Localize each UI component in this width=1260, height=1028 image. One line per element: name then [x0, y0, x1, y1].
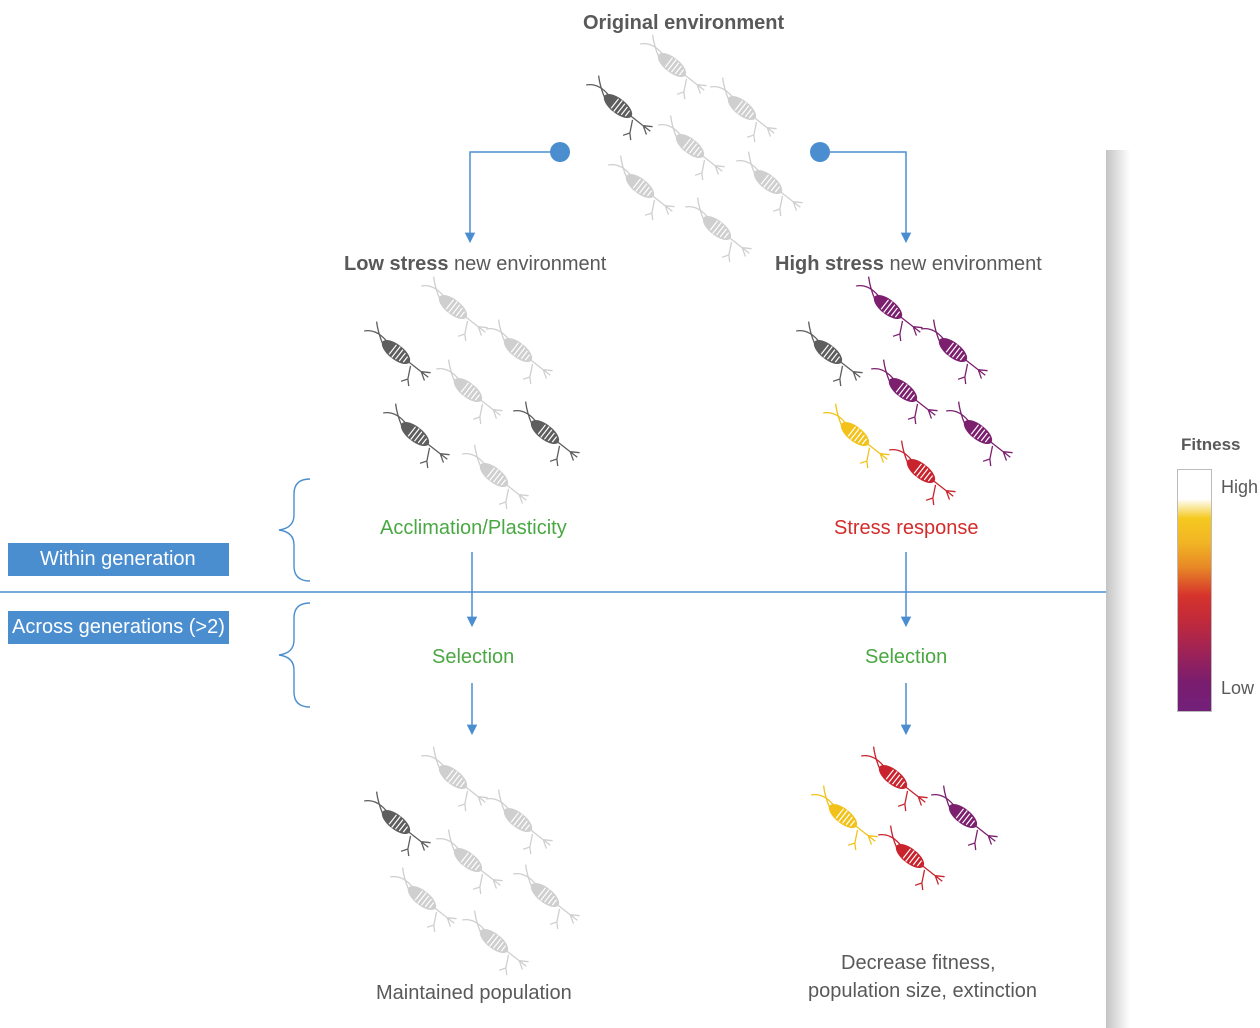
low-stress-heading-rest: new environment [448, 253, 607, 275]
acclimation-label: Acclimation/Plasticity [380, 517, 567, 539]
copepod-low_new-dark [353, 318, 437, 394]
copepod-low_final-light [379, 864, 463, 940]
copepod-low_new-light [475, 316, 559, 392]
outcome-high-line1: Decrease fitness, [841, 952, 996, 974]
high-stress-heading-rest: new environment [883, 253, 1042, 275]
copepod-original-light [597, 152, 681, 228]
selection-label-high: Selection [865, 646, 948, 668]
diagram-title: Original environment [583, 12, 785, 34]
panel-edge-shadow [1106, 150, 1130, 1028]
outcome-low: Maintained population [376, 982, 572, 1004]
copepod-original-light [629, 31, 713, 107]
copepod-low_final-light [425, 826, 509, 902]
branch-line-left [464, 151, 560, 244]
copepod-low_new-light [451, 441, 535, 517]
copepod-low_new-dark [372, 400, 456, 476]
copepod-original-light [725, 148, 809, 224]
copepod-high_final-purple [920, 782, 1004, 858]
copepod-low_final-dark [353, 788, 437, 864]
copepod-high_new-purple [860, 356, 944, 432]
copepod-low_final-light [451, 907, 535, 983]
stress-response-label: Stress response [834, 517, 979, 539]
branch-line-right [820, 151, 912, 244]
copepod-low_final-light [502, 861, 586, 937]
fitness-gradient-bar [1177, 469, 1212, 712]
copepod-low_new-light [425, 356, 509, 432]
legend-high-label: High [1221, 477, 1259, 497]
within-generation-tag: Within generation [8, 543, 229, 576]
across-generations-tag: Across generations (>2) [8, 611, 229, 644]
legend-low-label: Low [1221, 678, 1255, 698]
copepod-high_new-red [878, 437, 962, 513]
copepod-high_new-purple [910, 316, 994, 392]
low-stress-heading-bold: Low stress [344, 253, 449, 275]
outcome-high-line2: population size, extinction [808, 980, 1038, 1002]
branch-node-left [550, 142, 570, 162]
copepod-low_final-light [410, 743, 494, 819]
high-stress-heading-bold: High stress [775, 253, 884, 275]
copepod-original-dark [575, 72, 659, 148]
legend-title: Fitness [1181, 435, 1241, 454]
copepod-original-light [699, 74, 783, 150]
copepod-high_final-red [850, 743, 934, 819]
copepod-low_new-dark [502, 398, 586, 474]
copepod-high_new-purple [935, 398, 1019, 474]
low-stress-heading: Low stress new environment [344, 253, 606, 276]
selection-label-low: Selection [432, 646, 515, 668]
copepod-original-light [674, 194, 758, 270]
copepod-high_new-purple [845, 273, 929, 349]
copepod-original-light [647, 112, 731, 188]
high-stress-heading: High stress new environment [775, 253, 1042, 276]
copepod-high_final-red [867, 822, 951, 898]
copepod-high_new-dark [785, 318, 869, 394]
copepod-populations [353, 31, 1019, 983]
copepod-high_final-yellow [800, 782, 884, 858]
copepod-high_new-yellow [812, 400, 896, 476]
copepod-low_final-light [475, 786, 559, 862]
brace-within-generation [278, 478, 311, 582]
brace-across-generations [278, 602, 311, 708]
copepod-low_new-light [410, 273, 494, 349]
branch-node-right [810, 142, 830, 162]
